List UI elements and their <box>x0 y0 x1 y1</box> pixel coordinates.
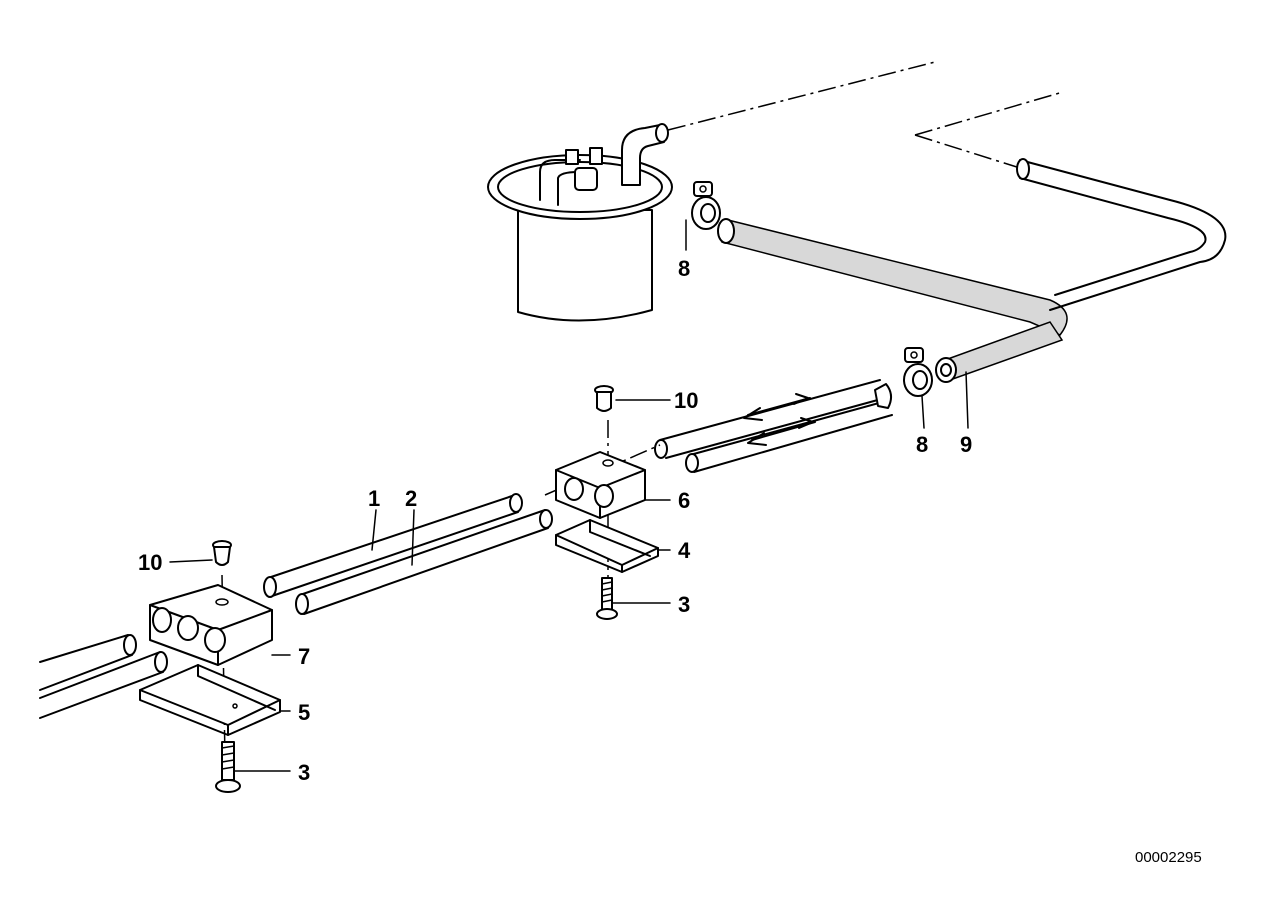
leader-lines <box>169 219 969 772</box>
callout-8-lower: 8 <box>916 432 928 457</box>
fuel-lines-left-segment <box>39 634 168 719</box>
callout-9: 9 <box>960 432 972 457</box>
rivet-10-left <box>212 540 232 566</box>
reference-lines <box>667 61 1064 169</box>
callout-2: 2 <box>405 486 417 511</box>
callout-labels: 1 2 3 3 4 5 6 7 8 8 9 10 10 <box>138 256 972 785</box>
return-line-bend <box>1016 158 1227 311</box>
hose-lower <box>935 321 1064 383</box>
fuel-lines-middle-segment <box>263 493 553 615</box>
clamp-block-6 <box>555 451 646 519</box>
fuel-tank-sender-unit <box>487 123 673 322</box>
bracket-5 <box>139 664 281 736</box>
screw-3-right <box>596 577 618 620</box>
callout-3-right: 3 <box>678 592 690 617</box>
hose-clamp-upper <box>691 181 721 230</box>
clamp-block-7 <box>149 584 273 666</box>
callout-6: 6 <box>678 488 690 513</box>
callout-10-right: 10 <box>674 388 698 413</box>
rivet-10-right <box>594 385 614 412</box>
document-number: 00002295 <box>1135 849 1202 866</box>
callout-3-left: 3 <box>298 760 310 785</box>
callout-4: 4 <box>678 538 691 563</box>
bracket-4 <box>555 519 659 573</box>
screw-3-left <box>215 741 241 793</box>
fuel-lines-right-segment <box>654 379 893 473</box>
hose-upper <box>717 218 1068 336</box>
hose-clamp-lower <box>903 347 933 397</box>
callout-10-left: 10 <box>138 550 162 575</box>
callout-5: 5 <box>298 700 310 725</box>
callout-7: 7 <box>298 644 310 669</box>
callout-1: 1 <box>368 486 380 511</box>
callout-8-upper: 8 <box>678 256 690 281</box>
